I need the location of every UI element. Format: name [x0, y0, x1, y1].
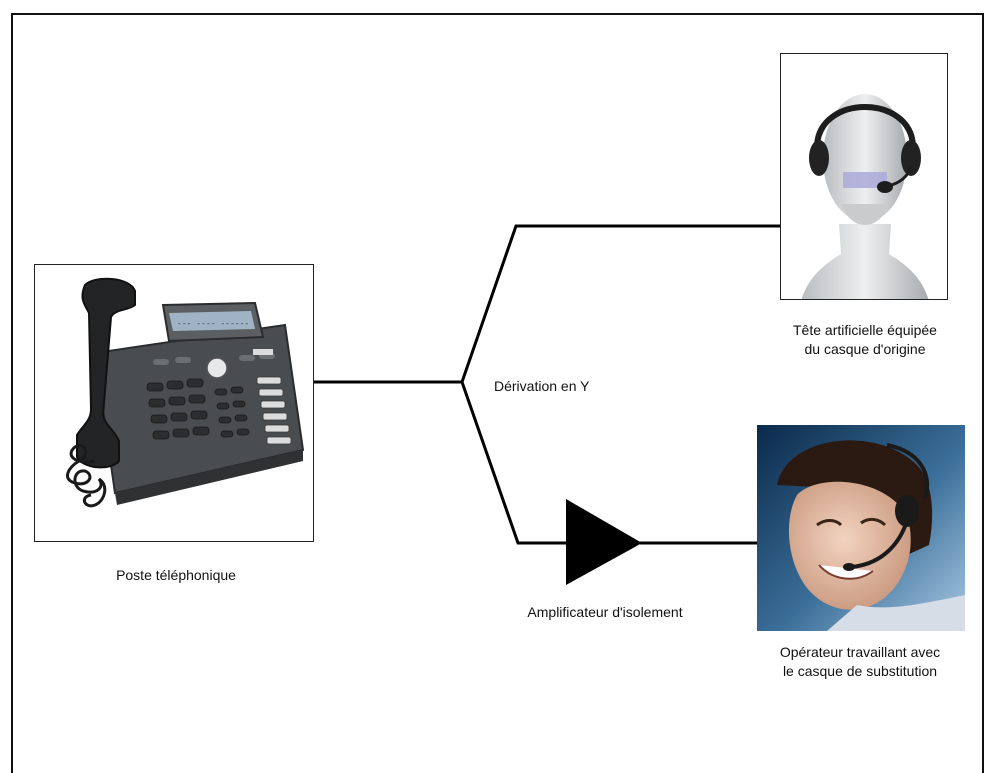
mannequin-head-image [780, 53, 948, 300]
head-label-line1: Tête artificielle équipée [793, 322, 937, 338]
amplifier-label: Amplificateur d'isolement [527, 604, 683, 620]
amplifier-triangle-icon [566, 499, 642, 585]
operator-label-line1: Opérateur travaillant avec [779, 644, 941, 660]
splitter-label: Dérivation en Y [494, 378, 590, 394]
headset-mannequin-icon [801, 94, 929, 299]
desk-phone-icon: --- ---- ------ [65, 277, 305, 508]
operator-image [757, 425, 965, 631]
svg-text:--- ---- ------: --- ---- ------ [177, 319, 249, 328]
head-label-line2: du casque d'origine [804, 341, 926, 357]
operator-label-line2: le casque de substitution [782, 663, 938, 679]
lower-branch-line [460, 381, 568, 545]
phone-label: Poste téléphonique [116, 567, 236, 583]
headset-operator-icon [757, 425, 965, 631]
phone-image: --- ---- ------ [34, 264, 314, 542]
upper-branch-line [460, 224, 782, 383]
diagram-frame [11, 13, 984, 773]
